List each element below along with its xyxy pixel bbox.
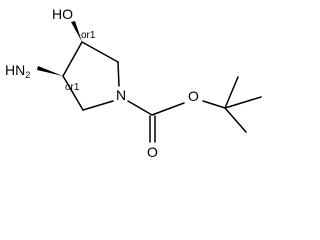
amino-h-label: H bbox=[5, 62, 15, 78]
bond-tbu-methyl-2 bbox=[224, 96, 262, 109]
stereo-label-c3: or1 bbox=[65, 82, 80, 93]
bond-c-ester-oxygen bbox=[151, 102, 185, 116]
hydroxyl-label: HO bbox=[52, 6, 73, 22]
stereo-label-c4: or1 bbox=[81, 30, 96, 41]
chemical-structure: HO HN2 N O O or1 or1 bbox=[5, 6, 262, 160]
bond-c3-c4 bbox=[62, 41, 83, 77]
bond-ester-oxygen-c-quat bbox=[202, 100, 226, 109]
carbonyl-oxygen-label: O bbox=[147, 144, 158, 160]
amino-n-label: N bbox=[15, 62, 25, 78]
bond-n1-c-carbonyl bbox=[127, 100, 153, 116]
ester-oxygen-label: O bbox=[188, 88, 199, 104]
bond-tbu-methyl-1 bbox=[224, 76, 239, 109]
bond-n1-c2 bbox=[82, 100, 114, 111]
wedge-bond-nh2 bbox=[37, 66, 63, 76]
amino-label: HN2 bbox=[5, 62, 30, 80]
bond-c2-c3 bbox=[62, 75, 84, 111]
bond-c4-c5 bbox=[81, 41, 119, 63]
ring-nitrogen-label: N bbox=[116, 87, 126, 103]
wedge-bond-oh bbox=[71, 21, 82, 42]
bond-c5-n1 bbox=[117, 61, 120, 87]
bond-tbu-methyl-3 bbox=[224, 107, 247, 133]
amino-subscript: 2 bbox=[25, 70, 30, 80]
